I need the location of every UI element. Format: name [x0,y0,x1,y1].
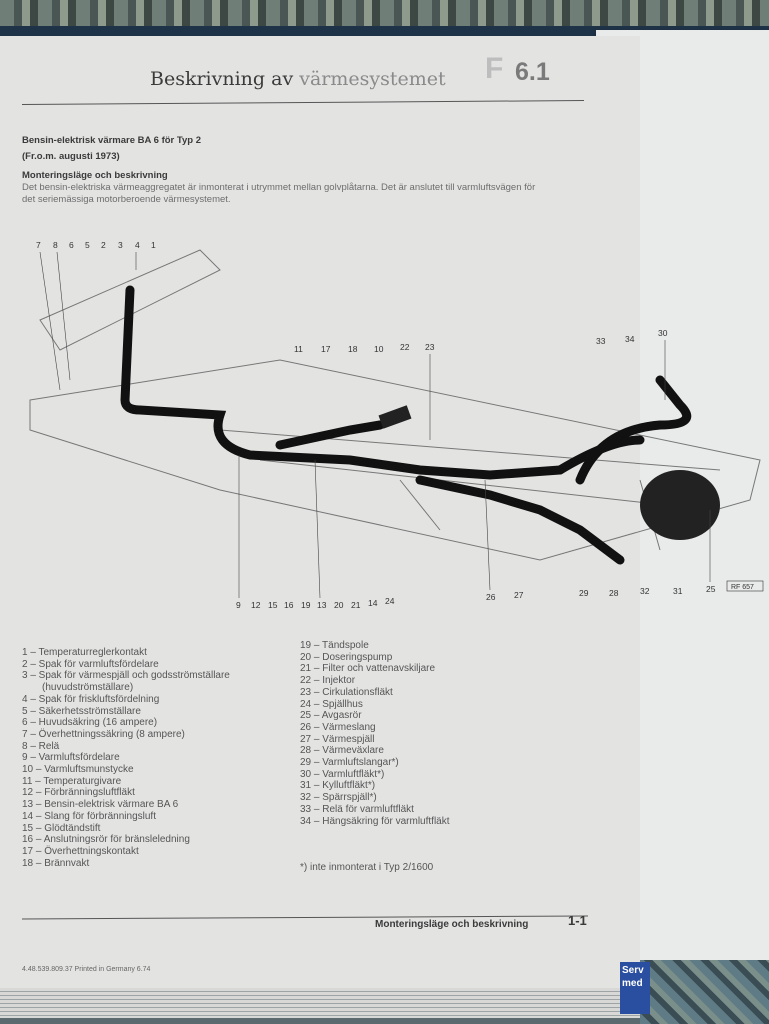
legend-item: 14 – Slang för förbränningsluft [22,810,156,822]
callout-32: 32 [640,586,650,596]
legend-item: 21 – Filter och vattenavskiljare [300,663,436,675]
title-light: värmesystemet [299,68,446,90]
legend-item: 19 – Tändspole [300,640,369,651]
legend-item: 15 – Glödtändstift [22,822,101,834]
side-tab-line2: med [622,978,643,989]
legend-item: 5 – Säkerhetsströmställare [22,705,141,717]
page-stack [0,988,640,1018]
callout-27: 27 [514,590,524,600]
callout-17: 17 [321,344,331,354]
callout-26: 26 [486,592,496,602]
legend-item: 1 – Temperaturreglerkontakt [22,647,147,658]
legend-item: 29 – Varmluftslangar*) [300,757,399,769]
callout-28: 28 [609,588,619,598]
callout-18: 18 [348,344,358,354]
legend-item: 24 – Spjällhus [300,698,363,710]
callout-9: 9 [236,600,241,610]
callout-22: 22 [400,342,410,352]
callout-21: 21 [351,600,361,610]
callout-29: 29 [579,588,589,598]
legend-item: 22 – Injektor [300,675,356,687]
legend-item: 30 – Varmluftfläkt*) [300,768,385,780]
callout-7: 7 [36,240,41,250]
callout-13: 13 [317,600,327,610]
legend-item: 16 – Anslutningsrör för bränsleledning [22,834,190,846]
title-main: Beskrivning av [150,68,294,90]
legend-item: 27 – Värmespjäll [300,733,375,745]
callout-16: 16 [284,600,294,610]
callout-14: 14 [368,598,378,608]
intro-date-note: (Fr.o.m. augusti 1973) [22,151,120,162]
footer-page-number: 1-1 [568,913,587,928]
heat-exchanger [640,470,720,540]
heater-ducts [120,285,692,565]
callout-2: 2 [101,240,106,250]
footnote: *) inte inmonterat i Typ 2/1600 [300,862,434,873]
callout-24: 24 [385,596,395,606]
callout-5: 5 [85,240,90,250]
intro-subheading: Monteringsläge och beskrivning [22,170,168,181]
legend-item: 11 – Temperaturgivare [22,775,122,787]
callout-11: 11 [294,344,303,354]
legend-item: 31 – Kylluftfläkt*) [300,780,376,792]
heater-diagram: 7 8 6 5 2 3 4 1 11 17 18 10 22 23 33 34 … [29,240,764,610]
legend-item: 3 – Spak för värmespjäll och godsströmst… [22,670,230,682]
print-info: 4.48.539.809.37 Printed in Germany 6.74 [22,966,151,973]
legend-item: (huvudströmställare) [42,682,134,694]
callout-12: 12 [251,600,261,610]
callout-4: 4 [135,240,140,250]
legend-item: 2 – Spak för varmluftsfördelare [22,658,159,670]
legend-item: 33 – Relä för varmluftfläkt [300,803,414,815]
callout-labels: 7 8 6 5 2 3 4 1 11 17 18 10 22 23 33 34 … [36,240,716,610]
section-number: 6.1 [515,58,550,86]
legend-item: 12 – Förbränningsluftfläkt [22,787,135,799]
callout-31: 31 [673,586,683,596]
callout-8: 8 [53,240,58,250]
callout-15: 15 [268,600,278,610]
section-letter: F [485,52,504,85]
intro-heading: Bensin-elektrisk värmare BA 6 för Typ 2 [22,135,201,146]
legend-item: 28 – Värmeväxlare [300,745,384,757]
manual-page [0,36,640,992]
legend-item: 4 – Spak för friskluftsfördelning [22,693,160,705]
side-tab: Serv med [620,962,650,1014]
callout-19: 19 [301,600,311,610]
legend-right: 19 – Tändspole 20 – Doseringspump 21 – F… [300,640,450,827]
callout-30: 30 [658,328,668,338]
legend-item: 34 – Hängsäkring för varmluftfläkt [300,815,450,827]
legend-item: 25 – Avgasrör [300,710,362,722]
legend-item: 26 – Värmeslang [300,721,376,733]
legend-item: 18 – Brännvakt [22,857,90,869]
side-tab-line1: Serv [622,965,644,976]
callout-33: 33 [596,336,606,346]
legend-item: 8 – Relä [22,740,60,752]
callout-3: 3 [118,240,123,250]
legend-item: 23 – Cirkulationsfläkt [300,686,393,698]
legend-item: 20 – Doseringspump [300,651,393,663]
legend-item: 6 – Huvudsäkring (16 ampere) [22,717,158,729]
legend-item: 17 – Överhettningskontakt [22,845,139,857]
legend-item: 32 – Spärrspjäll*) [300,792,377,804]
callout-1: 1 [151,240,156,250]
figure-code: RF 657 [731,584,754,591]
callout-25: 25 [706,584,716,594]
callout-10: 10 [374,344,384,354]
legend-item: 10 – Varmluftsmunstycke [22,764,134,776]
callout-6: 6 [69,240,74,250]
page-title: Beskrivning av värmesystemet [150,68,446,90]
legend-item: 9 – Varmluftsfördelare [22,752,120,764]
intro-text: Det bensin-elektriska värmeaggregatet är… [22,182,536,205]
legend-left: 1 – Temperaturreglerkontakt 2 – Spak för… [22,647,230,869]
callout-20: 20 [334,600,344,610]
callout-23: 23 [425,342,435,352]
callout-leaders [39,251,711,599]
background-fabric-bottom [640,960,769,1024]
legend-item: 7 – Överhettningssäkring (8 ampere) [22,728,185,740]
footer-section: Monteringsläge och beskrivning [375,919,529,930]
figure-code-box [726,580,764,592]
callout-34: 34 [625,334,635,344]
air-nozzle [378,405,412,429]
legend-item: 13 – Bensin-elektrisk värmare BA 6 [22,799,179,811]
